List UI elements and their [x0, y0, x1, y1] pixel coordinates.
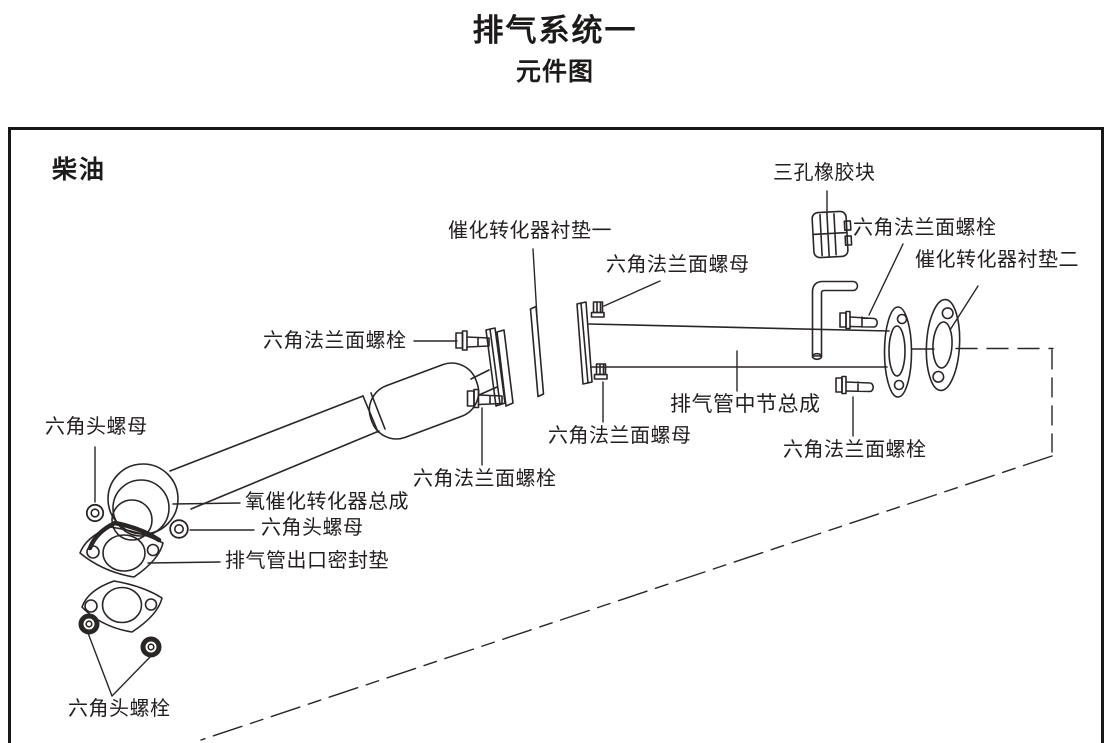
label-middle-pipe-assembly: 排气管中节总成 — [670, 392, 821, 416]
flange-bolt-lower — [466, 388, 503, 409]
label-converter-gasket-2: 催化转化器衬垫二 — [915, 249, 1079, 271]
label-hex-flange-bolt-right: 六角法兰面螺栓 — [853, 217, 997, 239]
loose-gasket — [81, 580, 163, 633]
outlet-seal-gasket — [79, 520, 164, 578]
page-subtitle: 元件图 — [515, 58, 594, 86]
label-hex-flange-bolt-mid: 六角法兰面螺栓 — [413, 468, 557, 490]
label-hex-flange-bolt-left: 六角法兰面螺栓 — [263, 330, 407, 352]
label-converter-gasket-1: 催化转化器衬垫一 — [448, 220, 612, 242]
rubber-block — [811, 210, 853, 259]
label-oxy-converter-assembly: 氧催化转化器总成 — [245, 491, 409, 513]
label-hex-flange-nut-bottom: 六角法兰面螺母 — [548, 425, 692, 447]
hex-head-bolts — [78, 613, 162, 658]
center-lines — [200, 347, 1054, 741]
converter-gasket-1 — [529, 305, 545, 398]
flange-bolt-upper — [455, 330, 490, 351]
flange-nut-lower — [593, 363, 608, 380]
diagram-border-box — [8, 127, 1104, 743]
label-hex-head-nut-2: 六角头螺母 — [261, 517, 364, 539]
label-hex-head-nut-1: 六角头螺母 — [45, 416, 148, 438]
label-hex-flange-bolt-bottom-right: 六角法兰面螺栓 — [783, 439, 927, 461]
flange-nut-upper — [590, 301, 605, 318]
converter-gasket-2 — [925, 298, 961, 392]
fuel-type-label: 柴油 — [52, 156, 107, 184]
flange-bolt-upper-right — [839, 310, 878, 330]
label-outlet-seal-gasket: 排气管出口密封垫 — [225, 550, 389, 572]
flange-bolt-lower-right — [835, 375, 874, 395]
hex-head-nuts — [85, 503, 189, 539]
middle-pipe-assembly — [576, 280, 913, 398]
page-title: 排气系统一 — [472, 13, 638, 48]
label-hex-head-bolt: 六角头螺栓 — [68, 698, 171, 720]
label-hex-flange-nut-top: 六角法兰面螺母 — [606, 254, 750, 276]
label-rubber-block: 三孔橡胶块 — [773, 162, 876, 184]
leader-lines — [87, 190, 979, 697]
